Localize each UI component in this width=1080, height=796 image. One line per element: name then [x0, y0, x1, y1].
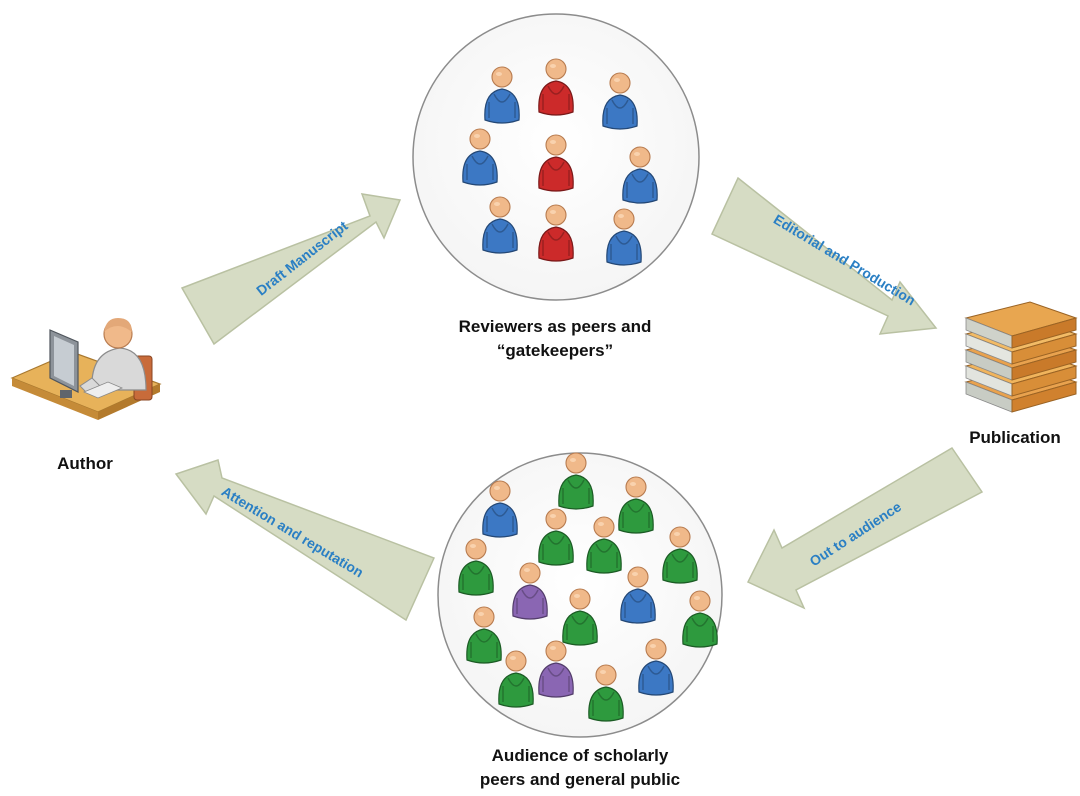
- person-icon: [606, 208, 642, 266]
- person-icon: [558, 452, 594, 510]
- person-icon: [602, 72, 638, 130]
- person-icon: [484, 66, 520, 124]
- person-icon: [512, 562, 548, 620]
- person-icon: [538, 58, 574, 116]
- person-icon: [588, 664, 624, 722]
- arrow-out-to-audience: Out to audience: [746, 446, 984, 610]
- audience-label-line2: peers and general public: [479, 770, 681, 789]
- person-icon: [498, 650, 534, 708]
- person-icon: [462, 128, 498, 186]
- person-icon: [622, 146, 658, 204]
- person-icon: [586, 516, 622, 574]
- person-at-computer-icon: [10, 318, 162, 420]
- publication-label: Publication: [969, 428, 1061, 447]
- person-icon: [482, 196, 518, 254]
- person-icon: [538, 134, 574, 192]
- reviewers-label-line2: “gatekeepers”: [496, 341, 614, 360]
- person-icon: [466, 606, 502, 664]
- audience-label-line1: Audience of scholarly: [491, 746, 669, 765]
- person-icon: [618, 476, 654, 534]
- arrow-editorial-production: Editorial and Production: [711, 176, 938, 335]
- person-icon: [620, 566, 656, 624]
- arrow-shape: [174, 459, 436, 622]
- stacked-books-icon: [964, 301, 1078, 413]
- arrow-shape: [180, 193, 402, 346]
- arrow-shape: [711, 176, 938, 335]
- person-icon: [458, 538, 494, 596]
- person-icon: [638, 638, 674, 696]
- book: [964, 301, 1078, 349]
- person-icon: [662, 526, 698, 584]
- person-icon: [682, 590, 718, 648]
- reviewers-group-icon: [462, 58, 658, 266]
- person-icon: [538, 204, 574, 262]
- audience-group-icon: [458, 452, 718, 722]
- author-label: Author: [57, 454, 113, 473]
- arrow-shape: [746, 446, 984, 610]
- reviewers-label: Reviewers as peers and “gatekeepers”: [395, 315, 715, 363]
- person-icon: [482, 480, 518, 538]
- person-icon: [538, 640, 574, 698]
- arrow-attention-reputation: Attention and reputation: [174, 459, 436, 622]
- arrow-draft-manuscript: Draft Manuscript: [180, 193, 402, 346]
- person-icon: [538, 508, 574, 566]
- person-icon: [562, 588, 598, 646]
- audience-label: Audience of scholarly peers and general …: [410, 744, 750, 792]
- reviewers-label-line1: Reviewers as peers and: [458, 317, 652, 336]
